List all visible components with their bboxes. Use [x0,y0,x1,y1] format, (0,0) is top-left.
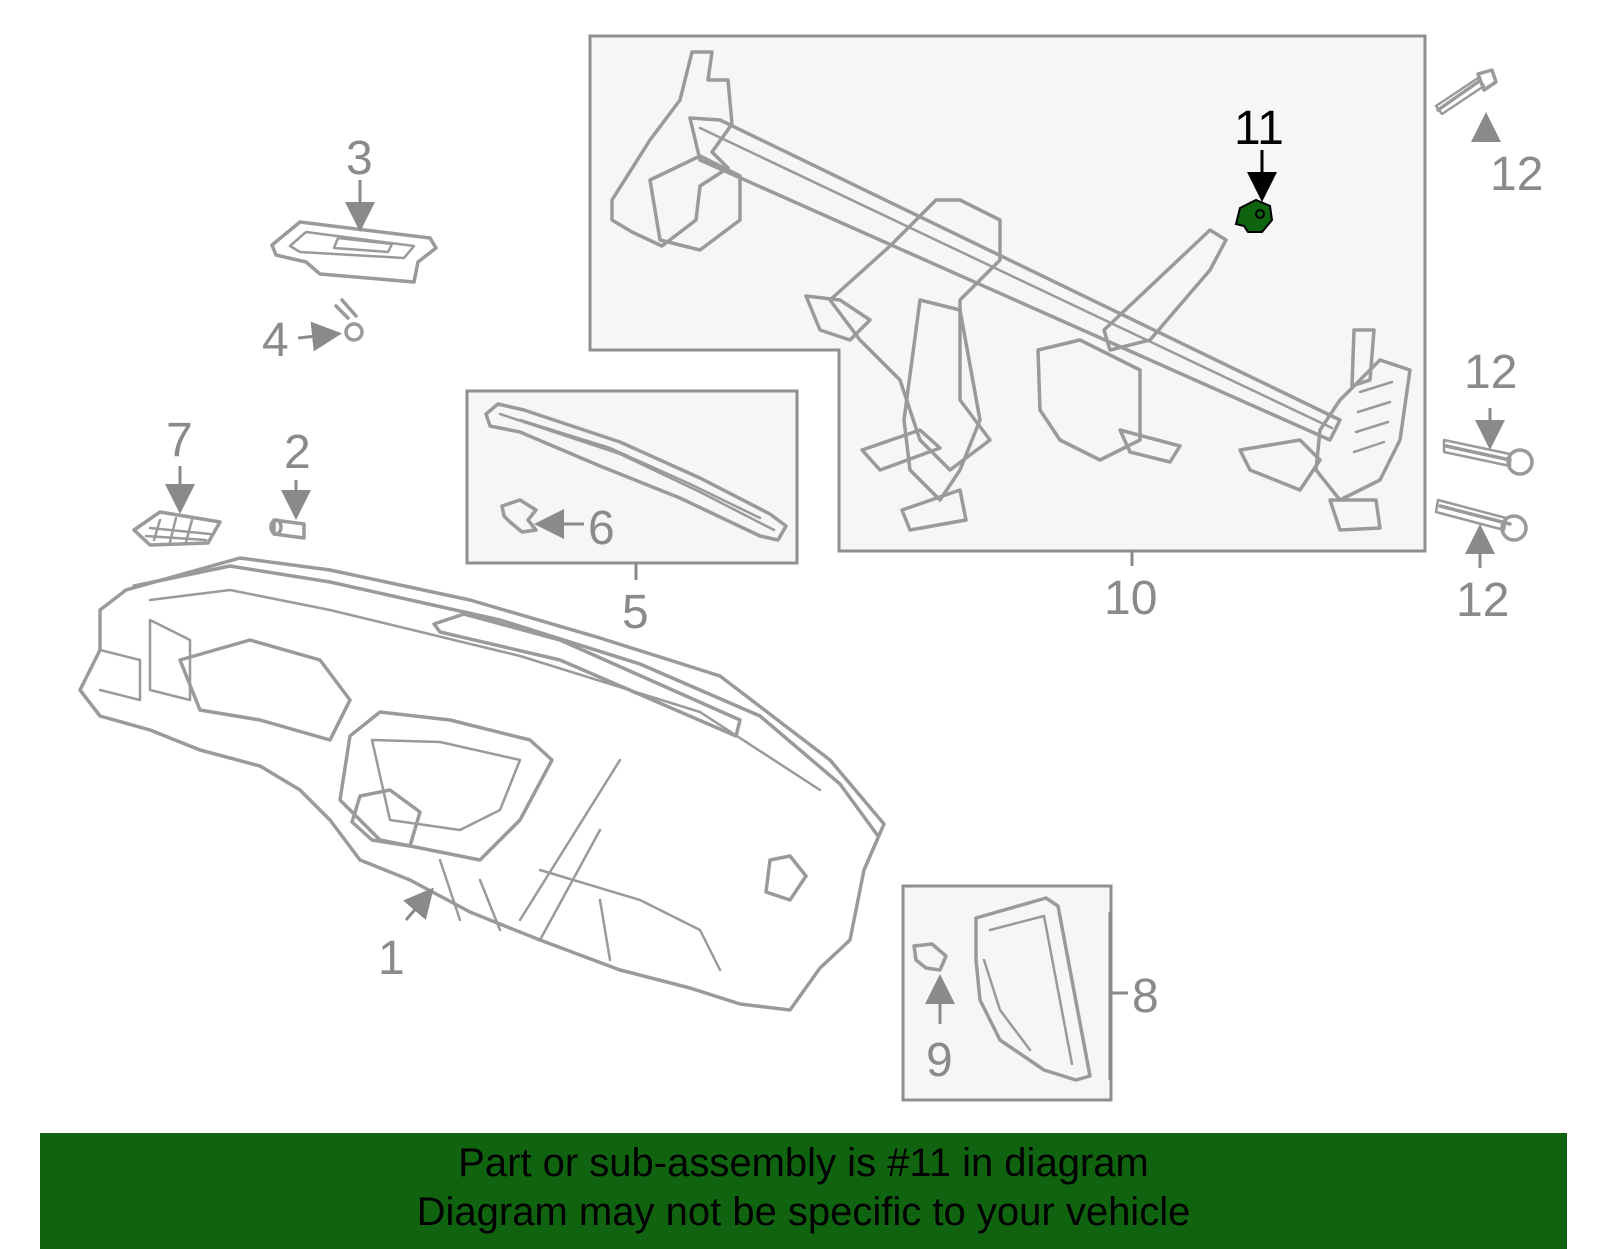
reinforcement-bar [484,402,788,542]
callout-12-top: 12 [1490,148,1543,201]
callout-1: 1 [378,932,405,985]
callout-5: 5 [622,586,649,639]
clip-part-2 [269,518,306,540]
cross-car-beam [610,50,1412,532]
callout-9: 9 [926,1034,953,1087]
leader-lines [165,112,1505,1080]
bolt-part-12-low [1434,498,1528,542]
bolt-part-12-top [1434,68,1498,116]
callout-12-mid: 12 [1464,346,1517,399]
callout-7: 7 [166,414,193,467]
callout-2: 2 [284,426,311,479]
callout-12-low: 12 [1456,574,1509,627]
callout-3: 3 [346,132,373,185]
callout-11: 11 [1234,102,1284,155]
info-banner: Part or sub-assembly is #11 in diagram D… [40,1133,1567,1249]
callout-10: 10 [1104,572,1157,625]
parts-diagram: 1 2 3 4 5 6 7 8 9 10 11 12 12 12 [78,34,1543,1102]
bolt-part-12-mid [1442,438,1534,476]
callout-6: 6 [588,502,615,555]
instrument-panel [78,556,886,1012]
banner-line-part: Part or sub-assembly is #11 in diagram [458,1141,1149,1185]
highlighted-part-11 [1234,198,1274,233]
clip-part-9 [912,942,948,972]
callout-4: 4 [262,314,289,367]
banner-line-disclaimer: Diagram may not be specific to your vehi… [416,1190,1191,1234]
cover-part [270,220,438,284]
speaker-grille [132,510,222,547]
screw-part-4 [334,298,364,342]
cross-beam-panel [588,34,1427,553]
glove-box-side [974,896,1092,1082]
callout-8: 8 [1132,970,1159,1023]
